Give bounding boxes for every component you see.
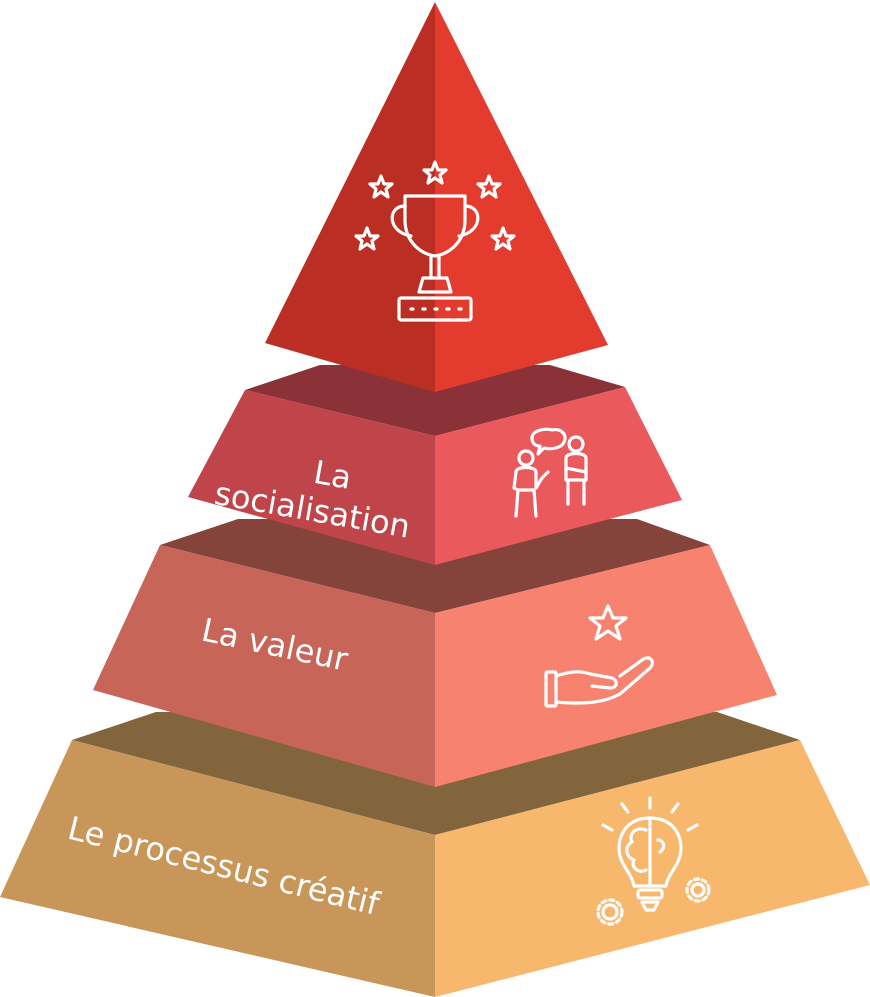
two-people-conversation-icon <box>512 427 588 518</box>
trophy-with-stars-icon <box>354 160 516 322</box>
tier-top-left-face <box>265 2 435 392</box>
tier-valeur-right-face <box>435 545 777 787</box>
tier-processus-right-face <box>435 740 870 997</box>
tier-valeur: La valeur <box>93 519 777 787</box>
tier-socialisation-left-face <box>188 390 435 565</box>
tier-valeur-top-face <box>160 519 710 613</box>
tier-processus: Le processus créatif <box>0 712 870 997</box>
hand-with-star-icon <box>544 604 654 708</box>
tier-processus-left-face <box>0 740 435 997</box>
tier-top <box>265 2 608 392</box>
tier-valeur-left-face <box>93 545 435 787</box>
tier-top-right-face <box>435 2 608 392</box>
tier-socialisation-right-face <box>435 387 682 565</box>
brain-lightbulb-gears-icon <box>596 796 711 926</box>
tier-socialisation-top-face <box>245 365 625 436</box>
